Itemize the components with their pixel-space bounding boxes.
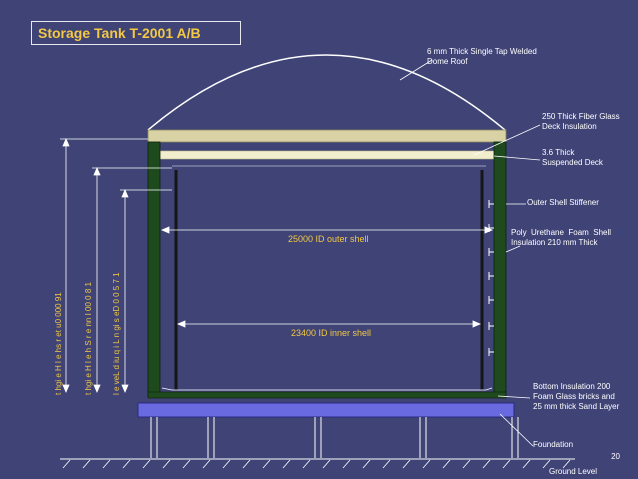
deck-insulation [147, 129, 507, 143]
bottom-insulation [161, 387, 493, 391]
dome-roof [147, 54, 506, 131]
outer-shell-left [147, 141, 161, 398]
inner-height-dimension: t hgi e H l e h S r e nn I 00 0 8 1 [84, 282, 93, 395]
outer-shell-dimension-line [160, 226, 494, 234]
bottom-plate [147, 391, 507, 399]
outer-stiffener-label: Outer Shell Stiffener [527, 198, 599, 207]
design-level-dimension: l e veL d iu q i L n gi s eD 0 0 5 7 1 [112, 272, 121, 395]
foundation-piers [150, 417, 519, 458]
outer-shell-stiffeners [488, 200, 494, 356]
suspended-deck-label: 3.6 Thick Suspended Deck [542, 148, 603, 167]
page-number: 20 [611, 452, 620, 461]
inner-shell-dimension: 23400 ID inner shell [291, 328, 372, 338]
outer-shell-right [493, 141, 507, 398]
outer-height-dimension: t hgi e H l e hs r et u0 000 91 [54, 292, 63, 395]
outer-shell-dimension: 25000 ID outer shell [288, 234, 369, 244]
ground-hatching [62, 459, 571, 469]
dome-roof-label: 6 mm Thick Single Tap Welded Dome Roof [427, 47, 537, 66]
vertical-dimensions [60, 137, 172, 394]
ground-level-label: Ground Level [549, 467, 598, 476]
deck-insulation-label: 250 Thick Fiber Glass Deck Insulation [542, 112, 620, 131]
foundation-label: Foundation [533, 440, 574, 449]
bottom-insulation-label: Bottom Insulation 200 Foam Glass bricks … [533, 382, 620, 411]
suspended-deck [159, 150, 497, 160]
page-title: Storage Tank T-2001 A/B [38, 25, 201, 41]
inner-shell-dimension-line [176, 320, 482, 328]
title-box: Storage Tank T-2001 A/B [31, 21, 241, 45]
leader-lines [399, 59, 541, 447]
foundation-slab [137, 402, 515, 418]
foam-insulation-label: Poly Urethane Foam Shell Insulation 210 … [511, 228, 612, 247]
